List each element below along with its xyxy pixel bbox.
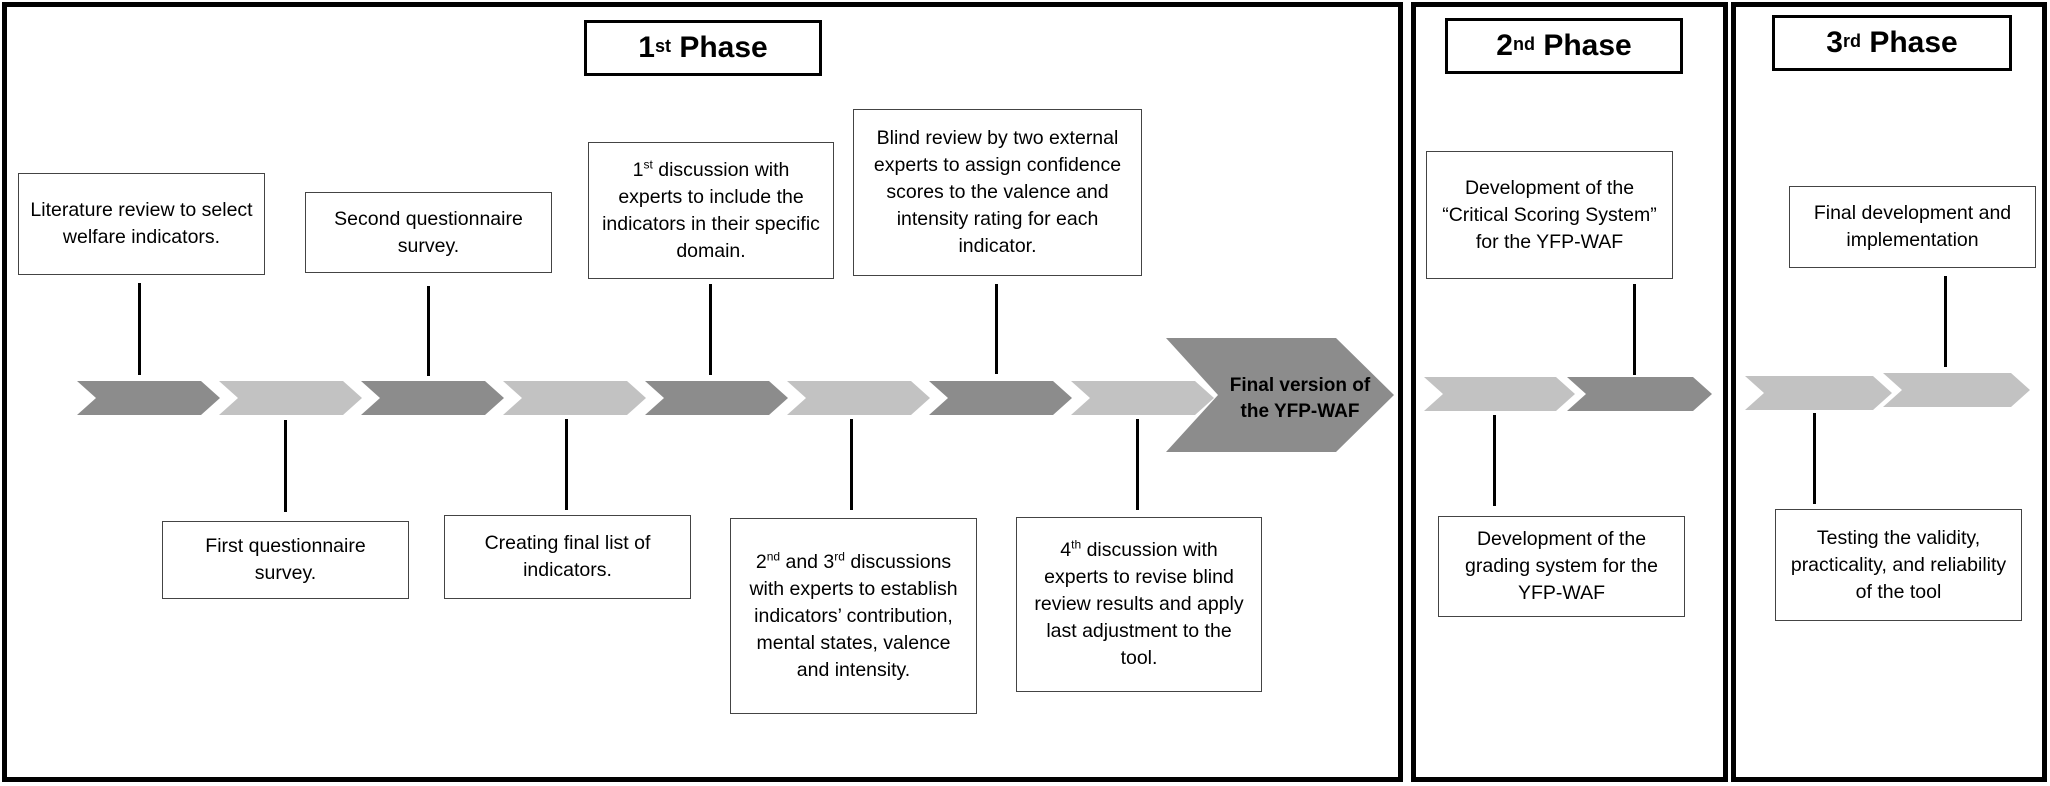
step-discussion-1-text: 1st discussion with experts to include t… xyxy=(599,157,823,265)
phase-3-chevron-2 xyxy=(1883,373,2030,407)
timeline-chevron-6 xyxy=(787,381,930,415)
disc23-body: discussions with experts to establish in… xyxy=(749,550,958,681)
step-critical-scoring-text: Development of the “Critical Scoring Sys… xyxy=(1442,176,1657,253)
step-blind-review: Blind review by two external experts to … xyxy=(853,109,1142,276)
timeline-chevron-5 xyxy=(645,381,788,415)
step-discussion-1: 1st discussion with experts to include t… xyxy=(588,142,834,279)
phase-2-word: Phase xyxy=(1543,29,1632,62)
timeline-chevron-1 xyxy=(77,381,220,415)
disc1-body: discussion with experts to include the i… xyxy=(602,158,820,262)
step-second-survey: Second questionnaire survey. xyxy=(305,192,552,273)
disc23-and: and 3 xyxy=(785,550,835,573)
step-testing: Testing the validity, practicality, and … xyxy=(1775,509,2022,621)
connector-disc4 xyxy=(1136,419,1139,510)
connector-disc23 xyxy=(850,419,853,510)
phase-2-panel xyxy=(1411,2,1728,782)
timeline-chevron-8 xyxy=(1071,381,1214,415)
disc1-num: 1 xyxy=(632,158,644,181)
final-version-label: Final version of the YFP-WAF xyxy=(1229,375,1371,422)
step-literature-review-text: Literature review to select welfare indi… xyxy=(30,199,253,248)
phase-3-panel xyxy=(1731,2,2047,782)
step-discussion-2-3-text: 2nd and 3rd discussions with experts to … xyxy=(741,549,966,684)
connector-disc1 xyxy=(709,284,712,375)
step-testing-text: Testing the validity, practicality, and … xyxy=(1790,526,2007,603)
connector-blind-review xyxy=(995,284,998,374)
connector-testing xyxy=(1813,413,1816,504)
step-grading-system-text: Development of the grading system for th… xyxy=(1465,528,1658,604)
step-literature-review: Literature review to select welfare indi… xyxy=(18,173,265,275)
step-grading-system: Development of the grading system for th… xyxy=(1438,516,1685,617)
step-discussion-4-text: 4th discussion with experts to revise bl… xyxy=(1027,537,1251,672)
disc23-num-a: 2 xyxy=(755,550,767,573)
phase-1-number: 1 xyxy=(638,31,655,64)
disc1-sup: st xyxy=(643,157,653,171)
connector-grading-system xyxy=(1493,415,1496,506)
phase-2-chevron-1 xyxy=(1424,377,1575,411)
step-second-survey-text: Second questionnaire survey. xyxy=(334,207,523,257)
connector-second-survey xyxy=(427,286,430,376)
step-blind-review-text: Blind review by two external experts to … xyxy=(873,127,1122,257)
connector-first-survey xyxy=(284,420,287,512)
connector-lit-review xyxy=(138,283,141,375)
phase-1-panel xyxy=(2,2,1403,782)
phase-2-chevron-2 xyxy=(1567,377,1712,411)
phase-2-number: 2 xyxy=(1496,29,1513,62)
disc4-num: 4 xyxy=(1060,539,1072,561)
step-first-survey: First questionnaire survey. xyxy=(162,521,409,599)
timeline-chevron-7 xyxy=(929,381,1072,415)
step-final-list-text: Creating final list of indicators. xyxy=(484,532,651,581)
phase-3-word: Phase xyxy=(1869,26,1958,59)
step-discussion-4: 4th discussion with experts to revise bl… xyxy=(1016,517,1262,692)
phase-3-chevron-1 xyxy=(1745,376,1892,410)
disc23-sup-b: rd xyxy=(834,549,845,563)
connector-critical-scoring xyxy=(1633,284,1636,375)
timeline-chevron-2 xyxy=(219,381,362,415)
disc4-sup: th xyxy=(1071,537,1082,552)
disc23-sup-a: nd xyxy=(766,549,781,563)
phase-3-number: 3 xyxy=(1826,26,1843,59)
step-final-development-text: Final development and implementation xyxy=(1813,202,2012,251)
timeline-chevron-4 xyxy=(503,381,646,415)
phase-1-word: Phase xyxy=(679,31,768,64)
step-first-survey-text: First questionnaire survey. xyxy=(205,535,366,584)
connector-final-dev xyxy=(1944,276,1947,367)
step-discussion-2-3: 2nd and 3rd discussions with experts to … xyxy=(730,518,977,714)
step-critical-scoring: Development of the “Critical Scoring Sys… xyxy=(1426,151,1673,279)
connector-final-list xyxy=(565,419,568,510)
disc4-body: discussion with experts to revise blind … xyxy=(1034,539,1244,669)
step-final-development: Final development and implementation xyxy=(1789,186,2036,268)
step-final-list: Creating final list of indicators. xyxy=(444,515,691,599)
timeline-chevron-3 xyxy=(361,381,504,415)
final-version-arrow xyxy=(1166,338,1394,452)
